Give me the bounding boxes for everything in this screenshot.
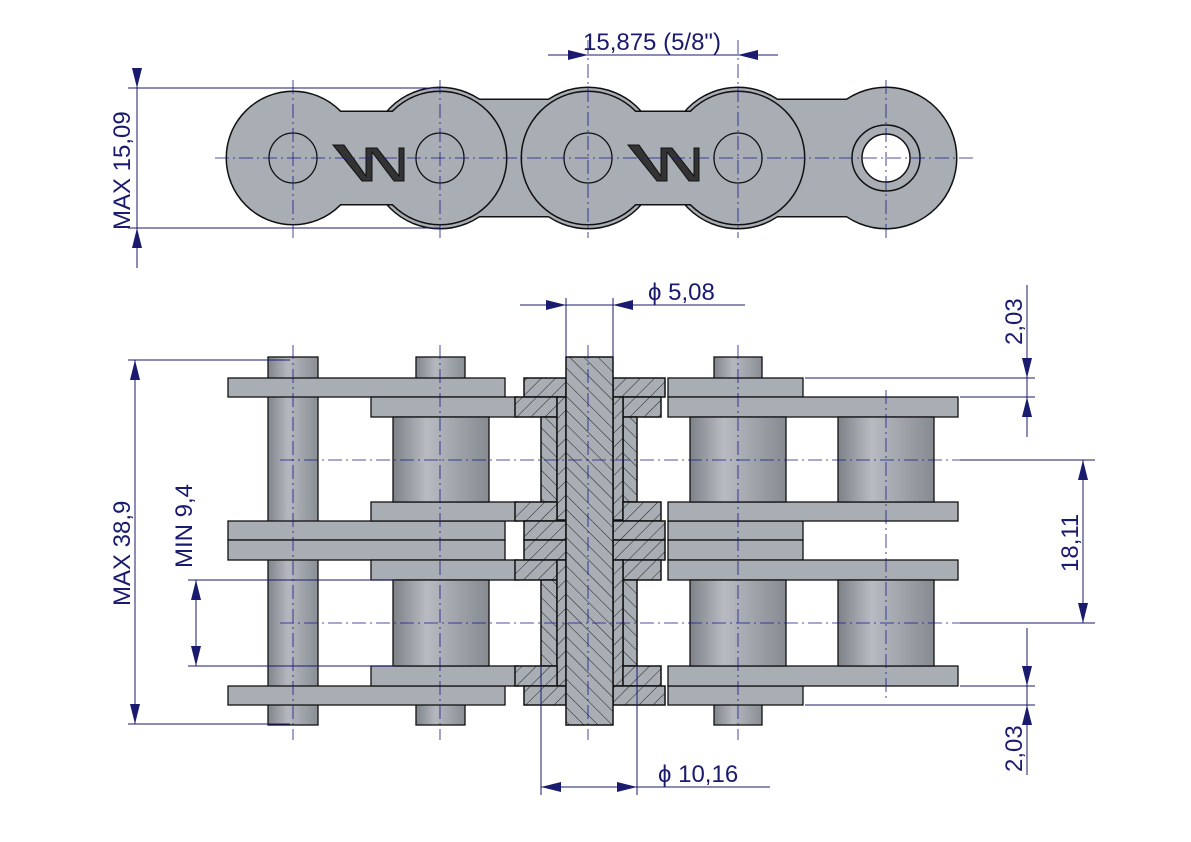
overall-width-dimension: MAX 38,9: [109, 359, 290, 725]
sectioned-pin: [565, 356, 614, 726]
plate-thickness-bottom-dimension: 2,03: [805, 628, 1035, 775]
plate-height-dimension: MAX 15,09: [109, 68, 440, 268]
plate-thickness-bottom-label: 2,03: [1001, 725, 1028, 772]
plate-thickness-top-label: 2,03: [1001, 298, 1028, 345]
transverse-pitch-label: 18,11: [1057, 514, 1084, 572]
pitch-label: 15,875 (5/8"): [583, 29, 721, 56]
inner-width-dimension: MIN 9,4: [171, 484, 395, 667]
pin-diameter-label: ϕ 5,08: [648, 279, 715, 306]
inner-plates: [370, 396, 959, 687]
overall-width-label: MAX 38,9: [109, 501, 136, 606]
inner-width-label: MIN 9,4: [171, 484, 198, 568]
transverse-pitch-dimension: 18,11: [960, 459, 1095, 624]
chain-top-view: 15,875 (5/8") MAX 15,09: [109, 29, 975, 268]
pitch-dimension: 15,875 (5/8"): [548, 29, 778, 60]
w-logo: [331, 144, 700, 182]
chain-side-view: ϕ 5,08 ϕ 10,16 MAX 38,9 MIN 9,4 18,11 2,…: [109, 279, 1095, 795]
roller-diameter-label: ϕ 10,16: [658, 761, 738, 788]
sectioned-pin-assembly: [514, 356, 666, 726]
roller-diameter-dimension: ϕ 10,16: [540, 666, 770, 795]
plate-height-label: MAX 15,09: [109, 111, 136, 230]
plate-thickness-top-dimension: 2,03: [805, 285, 1035, 437]
pin-diameter-dimension: ϕ 5,08: [520, 279, 745, 357]
outer-plates: [227, 377, 804, 706]
